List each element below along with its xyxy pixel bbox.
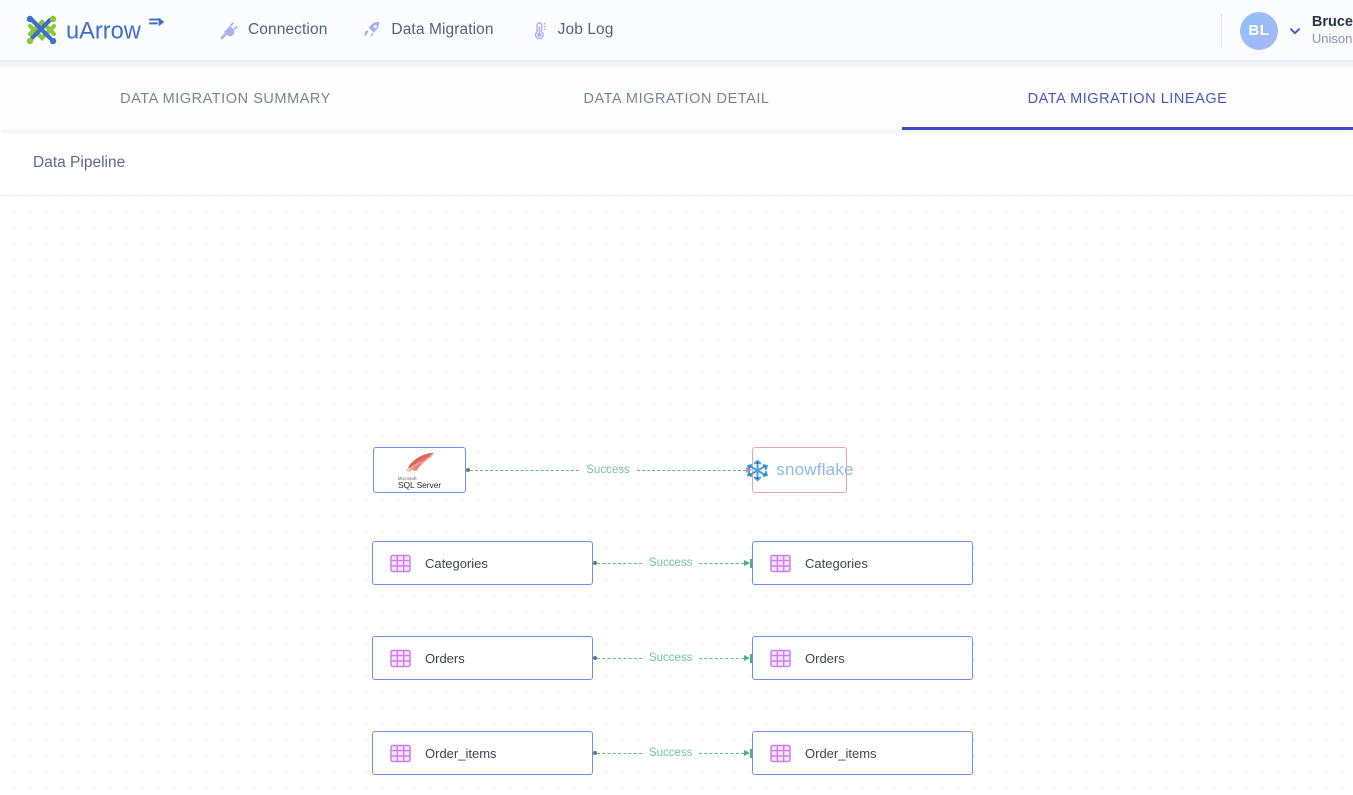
node-target-table-orders[interactable]: Orders [752,636,973,680]
edge-row-orders: Success [593,651,752,665]
node-label: Categories [805,555,868,571]
node-label: Categories [425,555,488,571]
sql-server-name: SQL Server [397,480,442,491]
node-target-table-categories[interactable]: Categories [752,541,973,585]
edge-source-dot [593,561,597,565]
nav-item-data-migration-label: Data Migration [391,21,494,38]
node-label: Orders [805,650,845,666]
edge-arrow-bar [750,653,752,663]
edge-dash-right [699,657,745,659]
edge-source-dot [593,751,597,755]
uarrow-wordmark: uArrow [66,17,165,45]
svg-text:uArrow: uArrow [66,19,142,45]
table-grid-icon [770,649,791,667]
table-grid-icon [390,744,411,762]
app-logo[interactable]: uArrow [20,8,170,52]
chevron-down-icon[interactable] [1288,24,1302,38]
edge-dash-left [597,562,642,564]
edge-dash-left [597,657,642,659]
edge-status-label: Success [648,557,693,569]
app-header: uArrow Connection [0,0,1353,61]
sql-server-wordmark: Microsoft SQL Server [397,475,442,491]
tab-data-migration-detail[interactable]: DATA MIGRATION DETAIL [583,90,770,107]
snowflake-icon [747,459,769,481]
edge-row-categories: Success [593,556,752,570]
nav-item-data-migration[interactable]: Data Migration [361,18,494,42]
thermometer-icon [534,22,545,40]
rocket-icon [364,21,381,37]
edge-dash-right [636,469,746,471]
tabstrip: DATA MIGRATION SUMMARY DATA MIGRATION DE… [0,67,1353,130]
user-name: Bruce [1311,14,1353,31]
node-label: Order_items [805,745,877,761]
node-target-system-snowflake[interactable]: snowflake [747,447,854,493]
edge-dash-left [470,469,580,471]
edge-arrow-bar [750,748,752,758]
node-label: Order_items [425,745,497,761]
edge-system: Success [466,463,752,477]
table-grid-icon [770,554,791,572]
nav-item-connection-label: Connection [248,21,328,38]
snowflake-wordmark: snowflake [776,460,854,479]
edge-status-label: Success [586,464,630,476]
page-title: Data Pipeline [33,153,126,171]
plug-icon [220,22,238,40]
header-divider [1220,13,1222,48]
node-source-table-order-items[interactable]: Order_items [372,731,593,775]
main-nav: Connection Data Migration [218,18,613,42]
tabstrip-separator [0,61,1353,67]
edge-status-label: Success [648,747,693,759]
edge-arrowhead [744,750,751,756]
nav-item-connection[interactable]: Connection [218,18,327,42]
edge-arrow-bar [750,558,752,568]
avatar[interactable]: BL [1239,11,1278,50]
node-target-table-order-items[interactable]: Order_items [752,731,973,775]
edge-arrowhead [746,467,752,473]
sql-server-vendor: Microsoft [397,475,417,481]
user-menu[interactable]: BL Bruce Unison [1220,0,1353,61]
table-grid-icon [390,554,411,572]
edge-dash-right [699,752,745,754]
edge-status-label: Success [648,652,693,664]
edge-row-order-items: Success [593,746,752,760]
edge-source-dot [466,468,470,472]
table-grid-icon [390,649,411,667]
node-source-system-sql-server[interactable]: Microsoft SQL Server [373,447,466,493]
edge-dash-right [699,562,745,564]
node-label: Orders [425,650,465,666]
snowflake-logo: snowflake [745,458,854,483]
pipeline-header: Data Pipeline [0,130,1353,196]
nav-item-job-log[interactable]: Job Log [528,18,614,42]
sql-server-logo: Microsoft SQL Server [398,450,441,490]
tab-data-migration-summary[interactable]: DATA MIGRATION SUMMARY [120,90,331,107]
tab-data-migration-lineage[interactable]: DATA MIGRATION LINEAGE [902,67,1353,130]
user-org: Unison [1311,31,1353,47]
nav-item-job-log-label: Job Log [557,21,614,38]
sql-server-icon [405,452,435,473]
node-source-table-orders[interactable]: Orders [372,636,593,680]
uarrow-diamond-logo-icon [26,15,57,45]
edge-source-dot [593,656,597,660]
table-grid-icon [770,744,791,762]
edge-arrowhead [744,655,751,661]
edge-dash-left [597,752,642,754]
edge-arrowhead [744,560,751,566]
lineage-canvas[interactable]: Microsoft SQL Server Success [0,196,1353,792]
node-source-table-categories[interactable]: Categories [372,541,593,585]
user-info: Bruce Unison [1312,13,1353,47]
